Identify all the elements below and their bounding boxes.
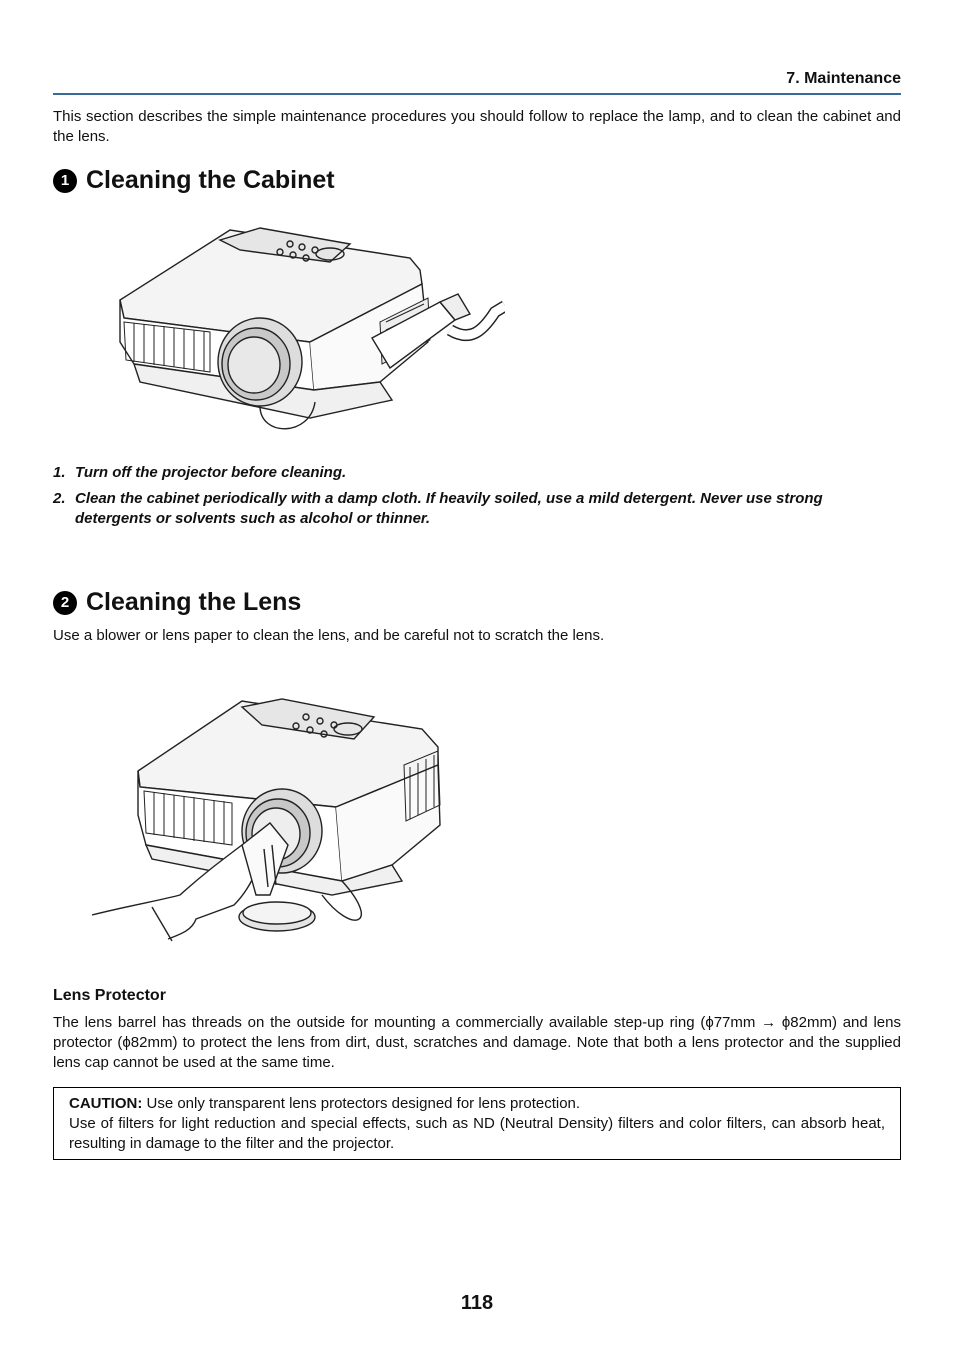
list-item: 2. Clean the cabinet periodically with a… xyxy=(53,489,901,529)
step-text: Clean the cabinet periodically with a da… xyxy=(75,490,823,527)
caution-line-1: CAUTION: Use only transparent lens prote… xyxy=(69,1094,885,1114)
section-title: Cleaning the Cabinet xyxy=(86,166,335,194)
intro-paragraph: This section describes the simple mainte… xyxy=(53,108,901,145)
lens-protector-paragraph: The lens barrel has threads on the outsi… xyxy=(53,1014,901,1071)
header-rule xyxy=(53,93,901,95)
lens-intro-paragraph: Use a blower or lens paper to clean the … xyxy=(53,627,605,644)
cleaning-steps: 1. Turn off the projector before cleanin… xyxy=(53,463,901,535)
step-number: 1. xyxy=(53,464,66,481)
step-text: Turn off the projector before cleaning. xyxy=(75,464,347,481)
list-item: 1. Turn off the projector before cleanin… xyxy=(53,463,901,483)
section-heading-cabinet: 1 Cleaning the Cabinet xyxy=(53,166,335,195)
page-number: 118 xyxy=(460,1292,494,1314)
projector-vacuum-illustration xyxy=(119,227,505,430)
section-number-badge: 1 xyxy=(53,168,77,193)
lens-cleaning-illustration xyxy=(92,698,441,942)
caution-label: CAUTION: xyxy=(69,1095,143,1112)
chapter-header: 7. Maintenance xyxy=(786,70,901,87)
caution-text-2: Use of filters for light reduction and s… xyxy=(69,1115,885,1152)
caution-text-1: Use only transparent lens protectors des… xyxy=(142,1095,581,1112)
lens-protector-heading: Lens Protector xyxy=(53,987,166,1004)
caution-box: CAUTION: Use only transparent lens prote… xyxy=(53,1087,901,1160)
section-number-badge: 2 xyxy=(53,590,77,615)
step-number: 2. xyxy=(53,490,66,507)
section-title: Cleaning the Lens xyxy=(86,588,302,616)
section-heading-lens: 2 Cleaning the Lens xyxy=(53,588,301,617)
